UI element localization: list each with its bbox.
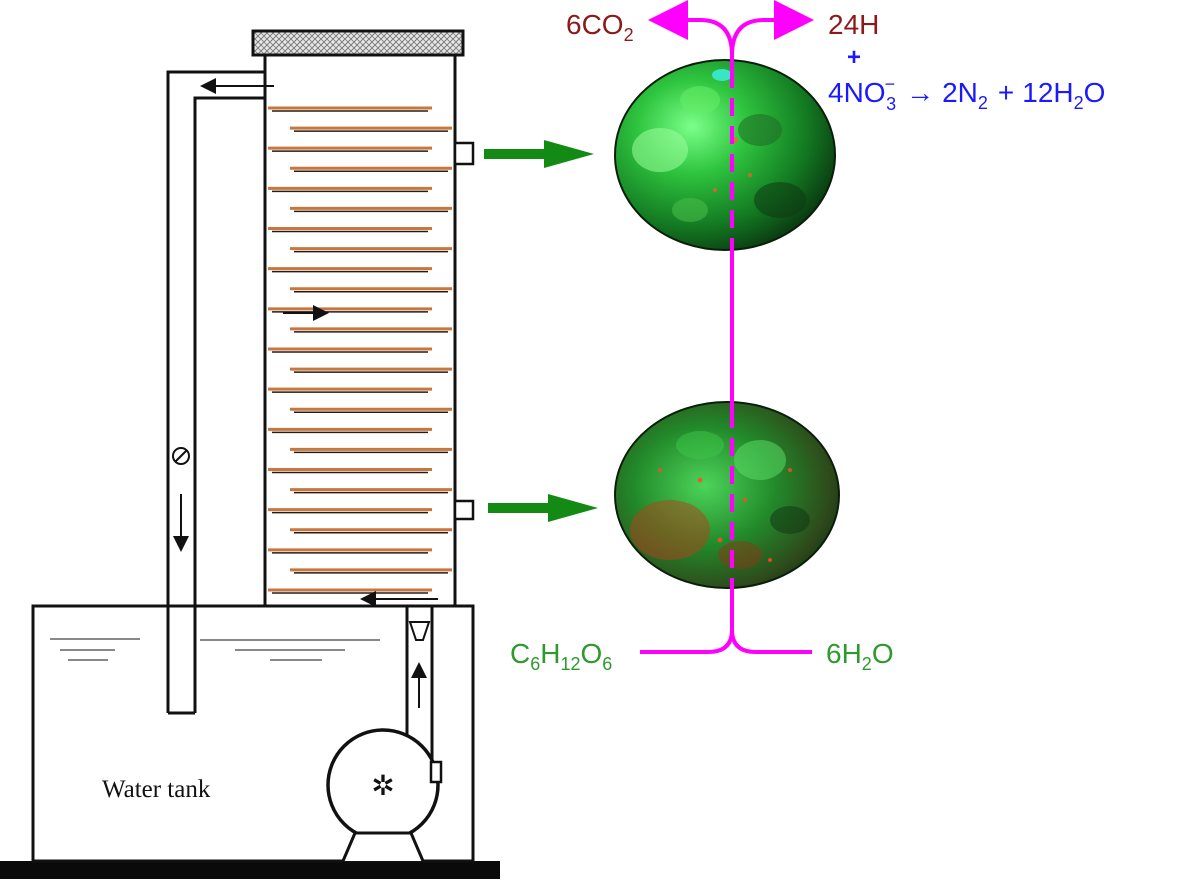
ground-base xyxy=(0,861,500,879)
carrier-disc xyxy=(268,588,432,594)
reactor-lid xyxy=(251,29,465,57)
carrier-disc xyxy=(290,528,452,534)
hydrogen-label: 24H xyxy=(828,9,879,40)
carrier-disc xyxy=(290,166,452,172)
carrier-disc xyxy=(290,327,452,333)
reactor-column xyxy=(263,53,457,608)
carrier-disc xyxy=(268,267,432,273)
carrier-disc xyxy=(268,508,432,514)
green-arrow-upper xyxy=(484,140,594,168)
water-product-label: 6H2O xyxy=(826,638,894,674)
carrier-disc xyxy=(290,407,452,413)
carrier-disc xyxy=(268,186,432,193)
glucose-label: C6H12O6 xyxy=(510,638,612,674)
water-surface-marks xyxy=(50,638,380,661)
valve-stem xyxy=(174,449,188,463)
carrier-disc xyxy=(268,146,432,152)
carrier-disc xyxy=(290,287,452,293)
carrier-disc xyxy=(268,227,432,233)
carrier-disc xyxy=(268,347,432,353)
carrier-disc xyxy=(290,568,452,574)
carrier-disc xyxy=(268,106,432,112)
water-tank-label: Water tank xyxy=(102,776,211,803)
return-pipe xyxy=(166,70,265,715)
pump-stand xyxy=(341,831,425,862)
carrier-disc xyxy=(290,367,452,373)
biofilm-carrier-discs xyxy=(268,106,452,594)
inflow-nozzle xyxy=(408,621,431,641)
co2-label: 6CO2 xyxy=(566,9,634,45)
sampling-port-upper xyxy=(453,141,475,166)
carrier-disc xyxy=(268,548,432,554)
carrier-disc xyxy=(290,126,452,132)
carrier-disc xyxy=(290,206,452,213)
carrier-disc xyxy=(268,307,432,313)
green-arrow-lower xyxy=(488,494,598,522)
pump-outlet xyxy=(429,760,443,784)
reaction-pathway xyxy=(640,0,814,654)
plus-sign: + xyxy=(847,44,861,71)
carrier-disc xyxy=(268,427,432,434)
biofilm-micrograph-upper xyxy=(614,59,836,251)
carrier-disc xyxy=(268,387,432,393)
biofilm-micrograph-lower xyxy=(614,401,840,589)
carrier-disc xyxy=(290,447,452,454)
pump-impeller-icon: ✲ xyxy=(371,770,394,801)
carrier-disc xyxy=(290,247,452,253)
sampling-port-lower xyxy=(453,499,475,521)
denitrification-equation: 4NO−3→2N2+12H2O xyxy=(828,74,1105,114)
carrier-disc xyxy=(268,468,432,474)
carrier-disc xyxy=(290,488,452,494)
